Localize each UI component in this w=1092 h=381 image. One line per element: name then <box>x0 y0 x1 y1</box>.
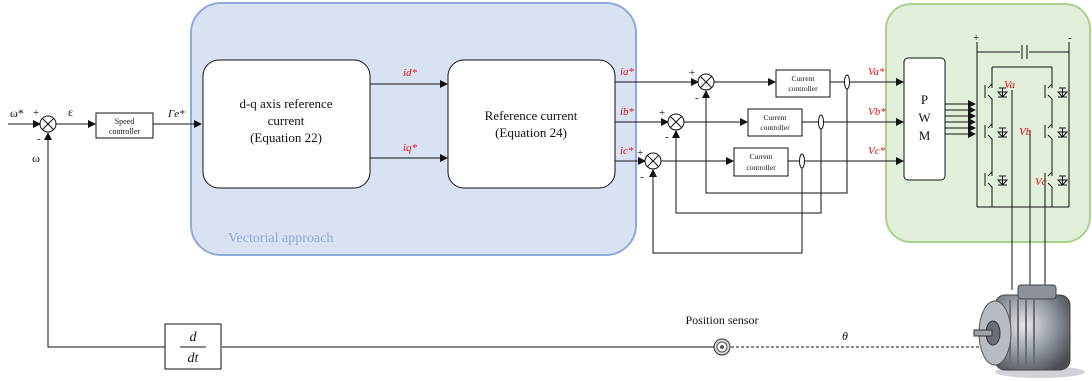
speed-reference-label: ω* <box>10 106 24 120</box>
derivative-numerator: d <box>190 330 198 345</box>
sum-c-minus: - <box>640 171 644 183</box>
pwm-label-w: W <box>918 110 931 125</box>
pwm-label-p: P <box>921 92 928 107</box>
dc-plus-label: + <box>973 32 979 44</box>
motor-image-icon <box>973 284 1085 378</box>
igbt-switch-icon <box>1044 77 1069 104</box>
capacitor-icon <box>1021 45 1028 59</box>
current-sensor-c-icon <box>799 153 805 169</box>
speed-controller-label-2: controller <box>109 127 140 136</box>
current-controller-c-block <box>733 147 789 177</box>
speed-sum-plus: + <box>33 107 39 119</box>
ia-reference-label: ia* <box>620 66 635 78</box>
current-controller-c-label-1: Current <box>750 152 774 161</box>
sum-b-minus: - <box>665 131 669 143</box>
torque-reference-label: Γe* <box>167 108 185 120</box>
gate-signal-arrows <box>945 100 976 138</box>
reference-current-label-2: (Equation 24) <box>495 125 567 140</box>
current-sensor-a-icon <box>844 74 850 90</box>
igbt-switch-icon <box>984 165 1009 207</box>
theta-label: θ <box>842 329 848 343</box>
encoder-icon <box>713 338 731 356</box>
derivative-denominator: dt <box>188 351 200 366</box>
pwm-label-m: M <box>919 128 931 143</box>
reference-current-label-1: Reference current <box>485 108 578 123</box>
sum-c-plus: + <box>637 147 643 159</box>
summing-junction-c-icon <box>644 152 662 170</box>
current-controller-b-label-2: controller <box>760 123 790 132</box>
iq-reference-label: iq* <box>403 142 418 154</box>
vb-output-label: Vb <box>1019 126 1032 138</box>
speed-error-label: ε <box>68 105 73 119</box>
current-controller-a-block <box>775 69 831 98</box>
current-controller-a-label-1: Current <box>792 74 816 83</box>
ic-reference-label: ic* <box>620 145 634 157</box>
va-reference-label: Va* <box>868 66 885 78</box>
ib-reference-label: ib* <box>620 106 635 118</box>
summing-junction-b-icon <box>667 113 685 131</box>
igbt-switch-icon <box>1044 118 1069 145</box>
va-output-label: Va <box>1004 79 1016 91</box>
igbt-switch-icon <box>984 118 1009 145</box>
speed-controller-block <box>95 112 154 139</box>
speed-feedback-label: ω <box>32 151 40 165</box>
vc-reference-label: Vc* <box>868 145 886 157</box>
reference-current-block <box>447 59 616 189</box>
vc-output-label: Vc <box>1035 176 1047 188</box>
sum-a-minus: - <box>695 92 699 104</box>
current-sensor-b-icon <box>818 114 824 130</box>
vectorial-approach-label: Vectorial approach <box>228 231 333 246</box>
current-controller-b-block <box>747 108 803 137</box>
dq-reference-label-2: current <box>268 113 305 128</box>
current-controller-c-label-2: controller <box>746 163 776 172</box>
inverter-circuit <box>976 42 1070 290</box>
summing-junction-icon <box>39 115 57 133</box>
current-controller-b-label-1: Current <box>764 113 788 122</box>
dq-reference-block <box>202 59 371 189</box>
vb-reference-label: Vb* <box>868 106 886 118</box>
sum-a-plus: + <box>689 67 695 79</box>
speed-sum-minus: - <box>37 133 41 145</box>
sum-b-plus: + <box>659 107 665 119</box>
speed-controller-label-1: Speed <box>115 117 135 126</box>
summing-junction-a-icon <box>697 73 715 91</box>
igbt-switch-icon <box>1044 165 1069 207</box>
dq-reference-label-1: d-q axis reference <box>239 96 332 111</box>
current-controller-a-label-2: controller <box>788 84 818 93</box>
position-sensor-label: Position sensor <box>685 313 758 327</box>
igbt-switch-icon <box>984 77 1009 104</box>
dc-minus-label: - <box>1068 32 1072 44</box>
pwm-block <box>903 57 946 181</box>
dq-reference-label-3: (Equation 22) <box>250 130 322 145</box>
id-reference-label: id* <box>403 67 418 79</box>
